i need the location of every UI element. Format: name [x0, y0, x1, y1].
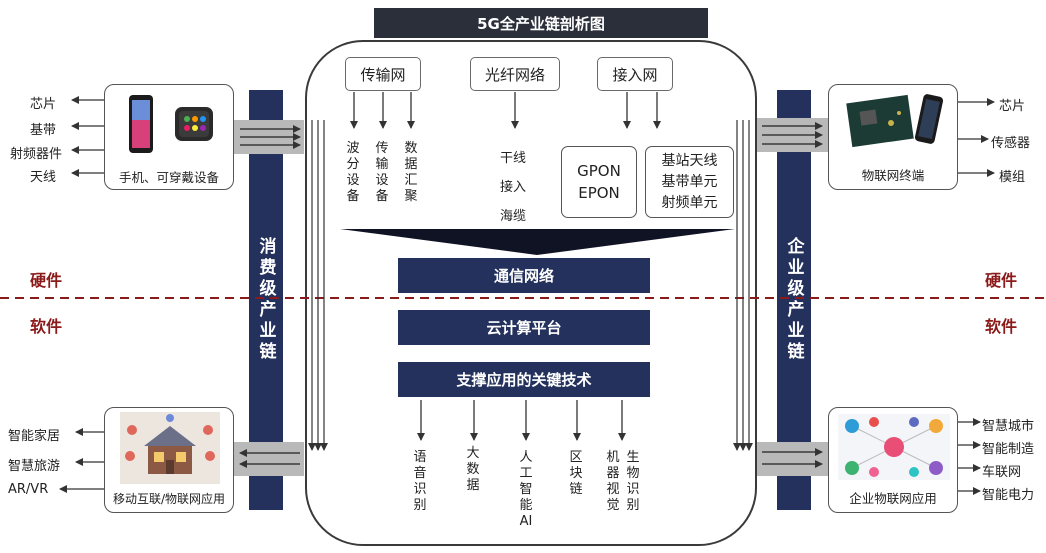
right-bottom-output-smart-city: 智慧城市 — [982, 419, 1035, 434]
bar-key-technologies: 支撑应用的关键技术 — [398, 362, 650, 397]
smart-home-icon — [120, 412, 220, 484]
bar-communication-network: 通信网络 — [398, 258, 650, 293]
tech-biometrics: 生物识别 — [626, 450, 640, 513]
tech-voice-recognition: 语音识别 — [413, 450, 427, 513]
left-top-output-baseband: 基带 — [30, 123, 57, 138]
base-station-antenna: 基站天线 — [661, 152, 718, 169]
device-caption-left-top: 手机、可穿戴设备 — [118, 170, 219, 185]
hardware-label-left: 硬件 — [30, 271, 63, 290]
device-box-left-top: 手机、可穿戴设备 — [104, 84, 234, 190]
right-bottom-output-smart-power: 智能电力 — [982, 488, 1035, 503]
fiber-item-access: 接入 — [500, 180, 527, 195]
transport-item-equipment: 传输设备 — [375, 141, 389, 204]
baseband-unit: 基带单元 — [661, 173, 718, 190]
left-top-output-chip: 芯片 — [30, 97, 57, 112]
tech-blockchain: 区块链 — [569, 450, 583, 497]
device-caption-right-top: 物联网终端 — [861, 168, 925, 183]
right-top-output-chip: 芯片 — [999, 99, 1026, 114]
phone-watch-icon — [129, 95, 213, 153]
fiber-item-trunk: 干线 — [500, 151, 527, 166]
connector-right-bottom — [757, 442, 829, 476]
transport-network-box: 传输网 — [345, 57, 421, 91]
hardware-label-right: 硬件 — [985, 271, 1018, 290]
right-top-output-module: 模组 — [999, 170, 1026, 185]
left-bottom-output-smart-tourism: 智慧旅游 — [8, 459, 61, 474]
device-caption-left-bottom: 移动互联/物联网应用 — [112, 492, 226, 506]
device-caption-right-bottom: 企业物联网应用 — [849, 491, 937, 506]
consumer-chain-bar: 消费级产业链 — [249, 90, 283, 510]
fiber-item-submarine: 海缆 — [500, 209, 527, 224]
software-label-right: 软件 — [985, 317, 1018, 336]
fiber-network-box: 光纤网络 — [470, 57, 560, 91]
left-bottom-output-arvr: AR/VR — [8, 482, 49, 497]
device-box-left-bottom: 移动互联/物联网应用 — [104, 407, 234, 513]
right-top-output-sensor: 传感器 — [991, 136, 1031, 151]
enterprise-iot-icon — [838, 414, 950, 480]
right-bottom-output-smart-manufacturing: 智能制造 — [982, 442, 1035, 457]
left-top-output-rf: 射频器件 — [10, 147, 63, 162]
iot-module-icon — [846, 94, 944, 148]
transport-item-wdm: 波分设备 — [346, 141, 360, 204]
tech-ai: 人工智能AI — [519, 450, 533, 529]
pon-box: GPON EPON — [561, 146, 637, 218]
software-label-left: 软件 — [30, 317, 63, 336]
bar-cloud-platform: 云计算平台 — [398, 310, 650, 345]
tech-machine-vision: 机器视觉 — [606, 450, 620, 513]
device-box-right-top: 物联网终端 — [828, 84, 958, 190]
left-top-output-antenna: 天线 — [30, 170, 57, 185]
radio-unit: 射频单元 — [661, 194, 718, 211]
pon-epon: EPON — [578, 184, 620, 202]
access-network-box: 接入网 — [597, 57, 673, 91]
tech-big-data: 大数据 — [466, 446, 480, 493]
base-station-box: 基站天线 基带单元 射频单元 — [645, 146, 734, 218]
enterprise-chain-bar: 企业级产业链 — [777, 90, 811, 510]
device-box-right-bottom: 企业物联网应用 — [828, 407, 958, 513]
pon-gpon: GPON — [577, 162, 621, 180]
left-bottom-output-smart-home: 智能家居 — [8, 429, 61, 444]
transport-item-aggregation: 数据汇聚 — [404, 141, 418, 204]
diagram-title: 5G全产业链剖析图 — [374, 8, 708, 38]
right-bottom-output-iov: 车联网 — [982, 465, 1022, 480]
connector-left-bottom — [232, 442, 304, 476]
